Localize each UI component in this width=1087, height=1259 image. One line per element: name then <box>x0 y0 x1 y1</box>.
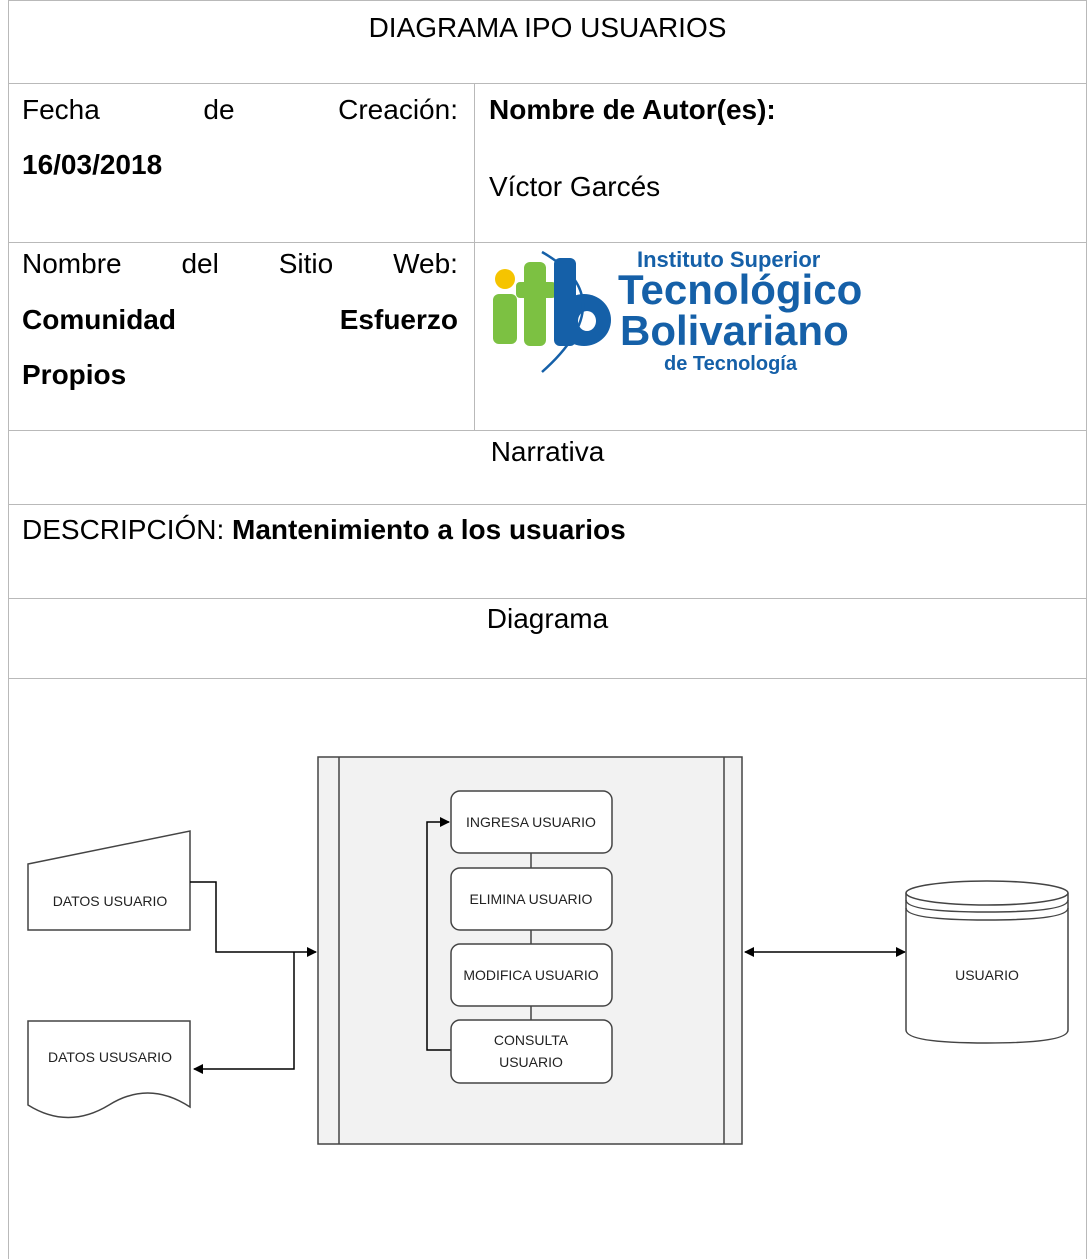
sitio-label-word: Web: <box>393 248 458 279</box>
output-document-shape <box>27 1020 191 1119</box>
database-label: USUARIO <box>955 967 1019 983</box>
fecha-label-word: de <box>203 94 235 125</box>
database-band-1 <box>905 899 1069 913</box>
logo-i-dot <box>495 269 515 289</box>
fecha-value: 16/03/2018 <box>22 149 163 180</box>
descripcion: DESCRIPCIÓN: Mantenimiento a los usuario… <box>22 514 626 546</box>
logo-line-1: Instituto Superior <box>637 247 821 272</box>
logo-line-2: Tecnológico <box>618 266 862 313</box>
logo-i-stem <box>493 294 517 344</box>
database-band-2 <box>905 907 1069 921</box>
sitio-value-word: Esfuerzo <box>339 304 458 335</box>
column-divider <box>474 83 475 430</box>
database-top <box>905 880 1069 906</box>
process-box-consulta <box>450 1019 613 1084</box>
row-divider-6 <box>8 678 1087 679</box>
sitio-value-word: Comunidad <box>22 304 176 335</box>
logo-arc <box>541 250 585 373</box>
input-document-shape <box>27 830 191 931</box>
sitio-value: Comunidad Esfuerzo <box>22 304 458 336</box>
row-divider-1 <box>8 83 1087 84</box>
fecha-label-word: Fecha <box>22 94 100 125</box>
document-title: DIAGRAMA IPO USUARIOS <box>368 12 727 43</box>
logo-t-bar <box>516 282 556 298</box>
sitio-label: Nombre del Sitio Web: <box>22 248 458 280</box>
loop-back-connector <box>426 817 451 1051</box>
process-label-ingresa: INGRESA USUARIO <box>466 814 596 830</box>
process-label-consulta-line2: USUARIO <box>499 1054 563 1070</box>
row-divider-5 <box>8 598 1087 599</box>
sitio-label-word: Sitio <box>278 248 334 279</box>
fecha-label-word: Creación: <box>338 94 458 125</box>
input-connector <box>190 881 317 957</box>
autor-value: Víctor Garcés <box>489 171 661 202</box>
fecha-label: Fecha de Creación: <box>22 94 458 126</box>
input-document-label: DATOS USUARIO <box>53 893 168 909</box>
narrativa-heading: Narrativa <box>490 436 605 467</box>
process-label-consulta-line1: CONSULTA <box>494 1032 569 1048</box>
logo-line-4: de Tecnología <box>664 353 798 375</box>
row-divider-4 <box>8 504 1087 505</box>
process-label-elimina: ELIMINA USUARIO <box>470 891 593 907</box>
database-shape <box>905 893 1069 1044</box>
row-divider-3 <box>8 430 1087 431</box>
descripcion-label: DESCRIPCIÓN: <box>22 514 233 545</box>
sitio-value-last: Propios <box>22 359 127 390</box>
output-connector <box>193 952 295 1074</box>
logo-line-3: Bolivariano <box>620 307 849 354</box>
table-border-top <box>8 0 1087 1</box>
process-label-modifica: MODIFICA USUARIO <box>463 967 598 983</box>
table-border-left <box>8 0 9 1259</box>
process-box-modifica <box>450 943 613 1007</box>
output-document-label: DATOS USUSARIO <box>48 1049 172 1065</box>
sitio-label-word: del <box>181 248 219 279</box>
descripcion-value: Mantenimiento a los usuarios <box>232 514 626 545</box>
diagrama-heading: Diagrama <box>486 603 609 634</box>
process-box-elimina <box>450 867 613 931</box>
process-box-ingresa <box>450 790 613 854</box>
row-divider-2 <box>8 242 1087 243</box>
sitio-label-word: Nombre <box>22 248 122 279</box>
itb-logo: Instituto Superior Tecnológico Bolivaria… <box>493 247 862 375</box>
autor-label: Nombre de Autor(es): <box>489 94 776 125</box>
